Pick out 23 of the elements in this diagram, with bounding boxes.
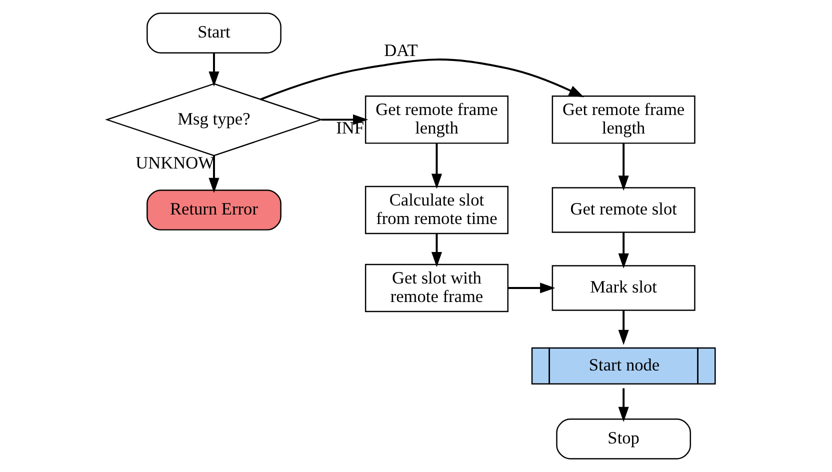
arrow xyxy=(431,234,442,268)
arrow xyxy=(618,232,629,269)
node-diamond: Msg type? xyxy=(105,83,323,156)
arrow xyxy=(618,310,629,345)
arrow xyxy=(208,156,220,193)
arrow xyxy=(618,388,629,422)
node-box: Mark slot xyxy=(552,265,696,311)
node-box: Get slot with remote frame xyxy=(364,264,508,312)
arrow xyxy=(431,144,442,189)
node-box: Stop xyxy=(556,418,692,460)
arrow xyxy=(260,58,584,100)
arrow xyxy=(321,114,368,125)
node-box: Return Error xyxy=(146,190,282,230)
node-box: Get remote frame length xyxy=(364,96,508,144)
arrow xyxy=(618,144,629,191)
edge-label: INF xyxy=(336,118,364,138)
node-box: Get remote slot xyxy=(552,187,696,233)
arrow xyxy=(208,52,220,87)
node-box: Get remote frame length xyxy=(552,96,696,144)
node-box: Start xyxy=(146,12,282,54)
node-box: Calculate slot from remote time xyxy=(364,186,508,234)
arrow xyxy=(508,282,556,294)
edge-label: DAT xyxy=(384,40,418,60)
